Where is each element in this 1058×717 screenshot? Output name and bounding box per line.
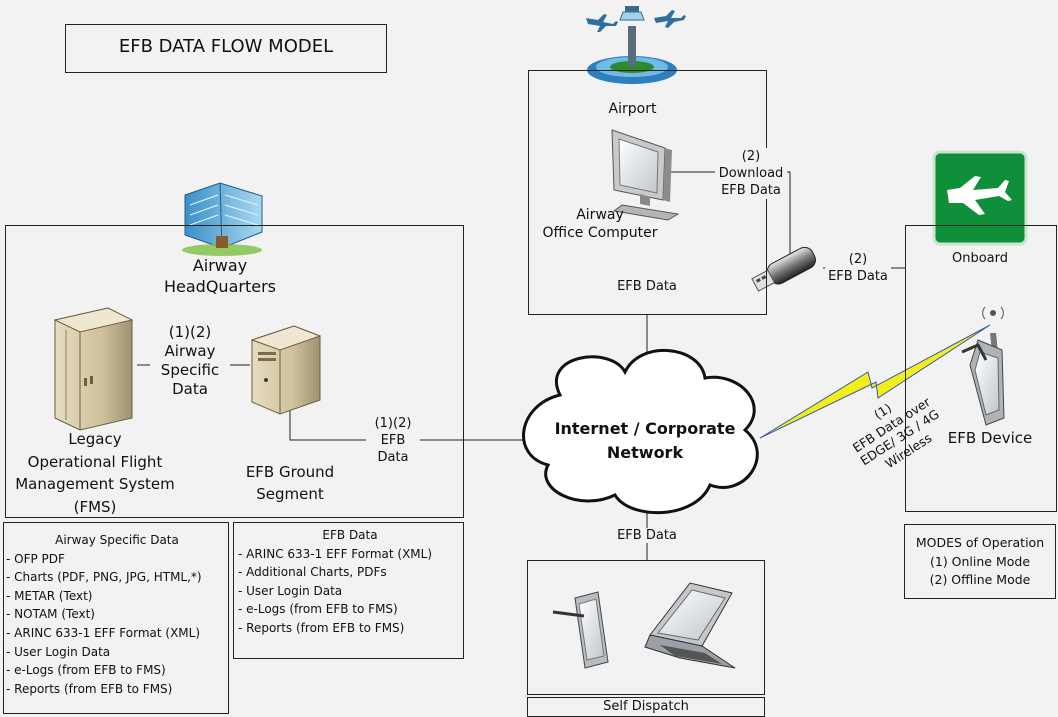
laptop-icon (644, 582, 736, 669)
onboard-box (905, 225, 1057, 512)
usb-label: (2) EFB Data (825, 251, 891, 285)
usb-label-line: EFB Data (828, 269, 888, 284)
fms-server-cabinet-icon (53, 307, 134, 431)
title-box (65, 24, 387, 73)
ground-segment-label: EFB Ground Segment (225, 461, 355, 505)
efb-data-item: - Additional Charts, PDFs (238, 565, 387, 580)
airway-data-item: - NOTAM (Text) (6, 607, 95, 622)
modes-title: MODES of Operation (915, 535, 1045, 550)
network-label-line: Network (606, 443, 684, 462)
efb-data-box (233, 522, 464, 659)
office-computer-label-line: Airway (576, 207, 624, 223)
ground-link-label: (1)(2) EFB Data (366, 415, 420, 466)
efb-data-title: EFB Data (322, 528, 378, 542)
wireless-lightning-icon (759, 324, 991, 439)
ground-link-label-line: EFB (380, 433, 406, 448)
airway-data-link-label: (1)(2) Airway Specific Data (150, 323, 230, 399)
modes-item: (2) Offline Mode (929, 572, 1031, 588)
self-dispatch-box (527, 560, 765, 695)
efb-data-item: - e-Logs (from EFB to FMS) (238, 602, 398, 617)
fms-label-line: Legacy (68, 430, 122, 448)
airway-data-link-label-line: Data (172, 380, 208, 398)
dispatch-link-label: EFB Data (607, 528, 687, 543)
efb-device-icon (961, 306, 1005, 426)
airway-data-item: - OFP PDF (6, 551, 65, 566)
fms-label-line: Operational Flight (27, 452, 163, 471)
modes-list: MODES of Operation (1) Online Mode (2) O… (904, 534, 1056, 590)
headquarters-label-line: HeadQuarters (164, 277, 276, 296)
fms-label: Legacy Operational Flight Management Sys… (5, 428, 185, 518)
office-computer-icon (611, 129, 680, 221)
network-label-line: Internet / Corporate (554, 419, 736, 438)
ground-link-label-line: (1)(2) (374, 416, 412, 431)
airway-data-link-label-line: Specific (160, 361, 220, 379)
computer-usb-link (650, 171, 791, 258)
usb-label-line: (2) (848, 252, 868, 267)
modes-item: (1) Online Mode (929, 553, 1031, 569)
ground-network-link (289, 410, 530, 441)
download-label-line: (2) (741, 149, 761, 164)
airway-data-item: - User Login Data (6, 644, 111, 659)
headquarters-label: Airway HeadQuarters (150, 255, 290, 297)
airway-data-link-label-line: Airway (164, 342, 216, 360)
office-computer-label-line: Office Computer (542, 225, 658, 241)
airway-data-link-label-line: (1)(2) (168, 323, 212, 341)
airway-data-list: Airway Specific Data - OFP PDF - Charts … (6, 531, 228, 698)
tablet-icon (552, 591, 609, 669)
airway-data-item: - ARINC 633-1 EFF Format (XML) (6, 625, 201, 640)
airway-data-title: Airway Specific Data (55, 533, 179, 547)
internet-cloud-shape (522, 349, 759, 515)
efb-device-label: EFB Device (947, 429, 1033, 447)
airport-link-label: EFB Data (617, 279, 677, 294)
fms-label-line: (FMS) (73, 497, 117, 516)
download-label: (2) Download EFB Data (715, 148, 787, 199)
download-label-line: Download (718, 166, 784, 181)
airway-data-item: - e-Logs (from EFB to FMS) (6, 663, 166, 678)
modes-box (904, 524, 1056, 599)
ground-segment-server-icon (250, 325, 322, 415)
airport-label: Airport (608, 101, 657, 117)
office-computer-label: Airway Office Computer (530, 206, 670, 242)
onboard-label: Onboard (951, 251, 1008, 266)
ground-segment-label-line: EFB Ground (245, 463, 335, 481)
network-label: Internet / Corporate Network (545, 417, 745, 465)
efb-data-item: - ARINC 633-1 EFF Format (XML) (238, 546, 433, 561)
headquarters-label-line: Airway (192, 256, 248, 275)
headquarters-box (5, 225, 464, 518)
airway-data-box (3, 522, 229, 714)
efb-data-list: EFB Data - ARINC 633-1 EFF Format (XML) … (238, 526, 462, 638)
efb-data-item: - Reports (from EFB to FMS) (238, 620, 405, 635)
page-title: EFB DATA FLOW MODEL (118, 36, 334, 57)
ground-segment-label-line: Segment (256, 485, 324, 503)
airway-data-item: - Charts (PDF, PNG, JPG, HTML,*) (6, 570, 202, 585)
self-dispatch-label: Self Dispatch (603, 699, 689, 714)
download-label-line: EFB Data (721, 183, 781, 198)
fms-label-line: Management System (15, 475, 175, 493)
efb-data-item: - User Login Data (238, 583, 343, 598)
airway-data-item: - METAR (Text) (6, 588, 93, 603)
ground-link-label-line: Data (377, 450, 409, 465)
onboard-airplane-sign-icon (932, 150, 1028, 246)
headquarters-building-icon (182, 182, 263, 256)
airway-data-item: - Reports (from EFB to FMS) (6, 681, 173, 696)
